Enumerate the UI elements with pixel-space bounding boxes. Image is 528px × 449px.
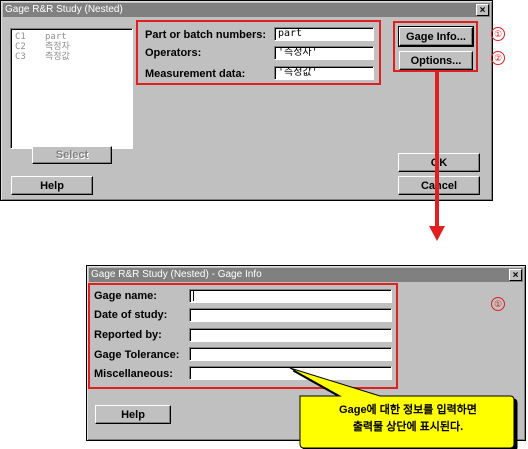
marker-one-gage-info: ① (491, 297, 505, 311)
measurement-data-field[interactable]: '측정값' (274, 66, 374, 80)
fields-highlight-box (136, 20, 381, 85)
options-button[interactable]: Options... (399, 51, 473, 70)
reported-by-label: Reported by: (94, 329, 162, 341)
callout-line-2: 출력물 상단에 표시된다. (352, 421, 464, 433)
dialog-title: Gage R&R Study (Nested) (5, 4, 123, 15)
marker-one: ① (491, 27, 505, 41)
callout-text: Gage에 대한 정보를 입력하면 출력물 상단에 표시된다. (303, 402, 513, 436)
miscellaneous-label: Miscellaneous: (94, 368, 173, 380)
date-of-study-label: Date of study: (94, 309, 168, 321)
close-icon[interactable]: × (476, 4, 489, 16)
select-button[interactable]: Select (32, 146, 112, 164)
gage-tolerance-label: Gage Tolerance: (94, 349, 180, 361)
gage-name-field[interactable] (189, 289, 392, 303)
operators-label: Operators: (145, 47, 202, 59)
callout-line-1: Gage에 대한 정보를 입력하면 (339, 404, 477, 416)
text-caret (193, 291, 194, 301)
date-of-study-field[interactable] (189, 308, 392, 322)
gage-info-fields-highlight-box (88, 283, 398, 389)
measurement-data-label: Measurement data: (145, 68, 246, 80)
gage-name-label: Gage name: (94, 290, 157, 302)
gage-info-button[interactable]: Gage Info... (398, 26, 474, 47)
dialog-title-bar: Gage R&R Study (Nested) × (3, 3, 490, 17)
miscellaneous-field[interactable] (189, 366, 392, 380)
part-numbers-field[interactable]: part (274, 27, 374, 41)
close-icon[interactable]: × (509, 269, 522, 281)
marker-two: ② (491, 51, 505, 65)
buttons-highlight-box (393, 21, 478, 72)
help-button[interactable]: Help (11, 176, 93, 195)
gage-info-title-bar: Gage R&R Study (Nested) - Gage Info × (89, 268, 523, 282)
gage-info-title: Gage R&R Study (Nested) - Gage Info (91, 269, 262, 280)
help-button[interactable]: Help (95, 405, 171, 424)
operators-field[interactable]: '측정자' (274, 46, 374, 60)
gage-tolerance-field[interactable] (189, 347, 392, 361)
reported-by-field[interactable] (189, 328, 392, 342)
part-numbers-label: Part or batch numbers: (145, 29, 267, 41)
